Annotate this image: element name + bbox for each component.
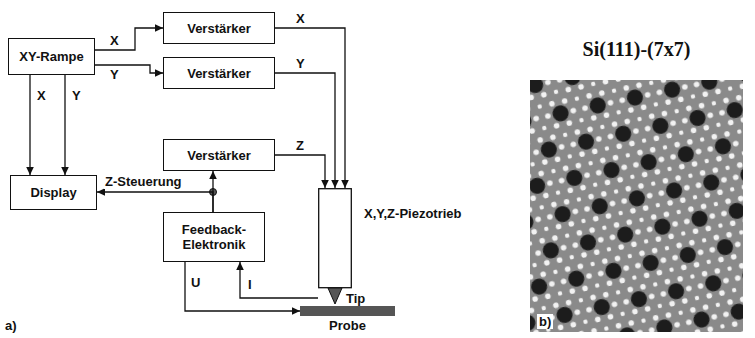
signal-label: X [109,33,120,48]
node-text: Verstärker [187,66,251,81]
signal-label: Y [109,67,120,82]
feedback-box: Feedback-Elektronik [163,212,265,262]
stm-image [530,80,743,332]
amplifier-box: Verstärker [163,57,275,89]
signal-line [236,262,318,298]
signal-label: X [295,11,306,26]
node-text: Display [30,185,76,200]
signal-line [26,75,34,175]
node-text: Verstärker [187,21,251,36]
display-box: Display [10,175,97,210]
piezo-drive: X,Y,Z-Piezotrieb [318,188,352,305]
signal-line [97,188,213,212]
signal-label: I [247,277,253,292]
ramp-box: XY-Rampe [8,38,95,75]
signal-line [275,73,339,188]
panel-letter: a) [5,318,17,333]
signal-line [61,75,69,175]
node-text: Probe [300,318,395,333]
node-text: Feedback-Elektronik [169,222,259,252]
signal-line [95,65,163,77]
signal-line [275,155,329,188]
signal-label: Z-Steuerung [104,174,183,189]
node-text: Verstärker [187,148,251,163]
panel-letter: b) [537,314,553,329]
signal-line [275,28,349,188]
amplifier-box: Verstärker [163,139,275,171]
signal-label: U [190,275,201,290]
node-text: X,Y,Z-Piezotrieb [364,206,462,221]
signal-label: X [36,88,47,103]
image-title: Si(111)-(7x7) [530,38,743,60]
tip-label: Tip [346,291,365,306]
signal-label: Y [295,56,306,71]
sample-shape [300,306,395,316]
signal-line [95,24,163,50]
sample-bar: Probe [300,306,395,316]
signal-label: Y [71,88,82,103]
piezo-shape [318,188,352,305]
amplifier-box: Verstärker [163,12,275,44]
signal-label: Z [295,138,305,153]
signal-line [185,262,300,315]
node-text: XY-Rampe [19,49,83,64]
